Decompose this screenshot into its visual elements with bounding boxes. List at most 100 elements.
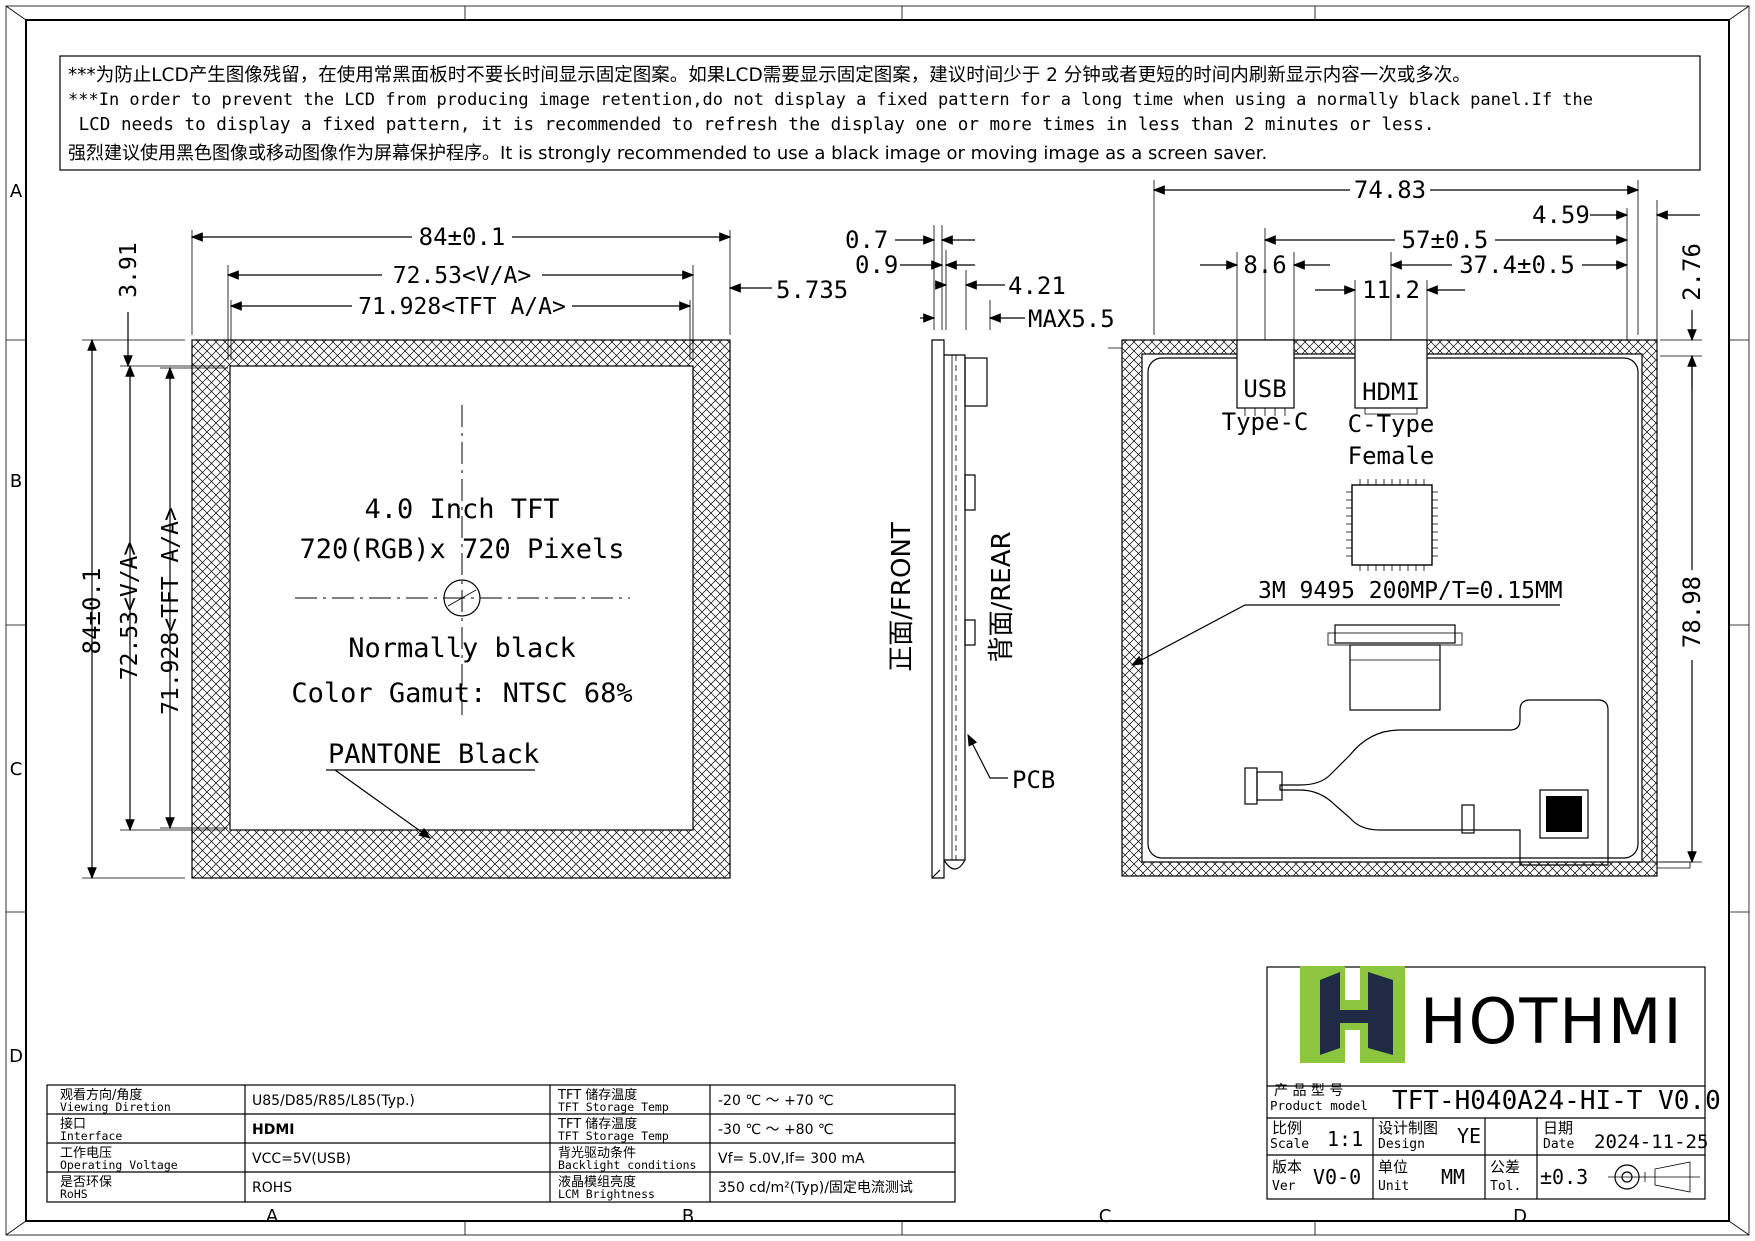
row-label-c: C bbox=[10, 759, 23, 780]
scale-en-label: Scale bbox=[1270, 1137, 1309, 1152]
spec-gamut: Color Gamut: NTSC 68% bbox=[291, 678, 632, 709]
spec-size: 4.0 Inch TFT bbox=[364, 494, 559, 525]
spec-key-cn: 工作电压 bbox=[60, 1146, 112, 1161]
col-label-c: C bbox=[1099, 1206, 1112, 1227]
dim-front-height: 84±0.1 bbox=[78, 568, 106, 655]
dim-front-va-v: 72.53<V/A> bbox=[117, 542, 143, 680]
usb-label: USB bbox=[1243, 375, 1286, 403]
model-value: TFT-H040A24-HI-T V0.0 bbox=[1392, 1086, 1721, 1116]
row-label-d: D bbox=[9, 1046, 23, 1067]
spec-value: U85/D85/R85/L85(Typ.) bbox=[252, 1093, 415, 1109]
hdmi-female-label: Female bbox=[1348, 442, 1435, 470]
unit-cn-label: 单位 bbox=[1378, 1158, 1408, 1176]
col-label-d: D bbox=[1513, 1206, 1527, 1227]
dim-front-va: 72.53<V/A> bbox=[393, 263, 531, 289]
design-en-label: Design bbox=[1378, 1137, 1425, 1152]
dim-side-0-7: 0.7 bbox=[845, 226, 888, 254]
design-cn-label: 设计制图 bbox=[1378, 1119, 1438, 1137]
notice-line-2: ***In order to prevent the LCD from prod… bbox=[68, 90, 1593, 110]
spec-key-en: Viewing Diretion bbox=[60, 1100, 171, 1114]
dim-front-aa-v: 71.928<TFT A/A> bbox=[158, 507, 184, 715]
dim-rear-total: 74.83 bbox=[1354, 176, 1426, 204]
inner-frame bbox=[25, 19, 1730, 1222]
spec-table bbox=[46, 1084, 956, 1203]
spec-key2-cn: TFT 储存温度 bbox=[557, 1116, 637, 1132]
unit-en-label: Unit bbox=[1378, 1179, 1409, 1194]
pantone-label: PANTONE Black bbox=[328, 739, 539, 770]
dim-front-aa: 71.928<TFT A/A> bbox=[358, 294, 566, 320]
usb-connector bbox=[1236, 339, 1295, 409]
spec-key2-en: TFT Storage Temp bbox=[558, 1100, 669, 1114]
spec-key2-cn: TFT 储存温度 bbox=[557, 1087, 637, 1103]
main-ic bbox=[1351, 484, 1433, 566]
design-value: YE bbox=[1457, 1124, 1481, 1148]
col-label-a: A bbox=[266, 1206, 279, 1227]
hdmi-type-label: C-Type bbox=[1348, 410, 1435, 438]
usb-type-label: Type-C bbox=[1222, 408, 1309, 436]
dim-rear-7898: 78.98 bbox=[1678, 576, 1706, 648]
dim-front-offset-top: 3.91 bbox=[116, 242, 142, 297]
tol-value: ±0.3 bbox=[1540, 1165, 1588, 1189]
spec-value2: -20 ℃ ～ +70 ℃ bbox=[718, 1093, 834, 1109]
ver-en-label: Ver bbox=[1272, 1179, 1296, 1194]
outer-frame bbox=[5, 5, 1750, 1236]
side-rear-label: 背面/REAR bbox=[987, 531, 1017, 662]
spec-key2-en: Backlight conditions bbox=[558, 1158, 696, 1172]
hdmi-connector bbox=[1354, 339, 1428, 409]
date-cn-label: 日期 bbox=[1543, 1119, 1573, 1137]
title-block: HOTHMI 产 品 型 号 Product model TFT-H040A24… bbox=[1266, 966, 1721, 1200]
dim-rear-374: 37.4±0.5 bbox=[1459, 251, 1575, 279]
dim-rear-86: 8.6 bbox=[1243, 251, 1286, 279]
dim-rear-276: 2.76 bbox=[1678, 243, 1706, 301]
spec-key-en: RoHS bbox=[60, 1187, 88, 1201]
front-view: 4.0 Inch TFT 720(RGB)x 720 Pixels Normal… bbox=[78, 222, 848, 880]
unit-value: MM bbox=[1441, 1165, 1465, 1189]
spec-key2-cn: 液晶模组亮度 bbox=[558, 1174, 636, 1190]
model-en-label: Product model bbox=[1270, 1098, 1368, 1113]
notice-line-4: 强烈建议使用黑色图像或移动图像作为屏幕保护程序。It is strongly r… bbox=[68, 143, 1267, 164]
spec-value: VCC=5V(USB) bbox=[252, 1151, 351, 1167]
notice-box bbox=[59, 55, 1701, 171]
projection-symbol bbox=[1608, 1161, 1700, 1193]
tape-label: 3M 9495 200MP/T=0.15MM bbox=[1258, 578, 1563, 604]
dim-side-max: MAX5.5 bbox=[1028, 305, 1115, 333]
scale-value: 1:1 bbox=[1327, 1127, 1363, 1151]
dim-rear-459: 4.59 bbox=[1532, 201, 1590, 229]
spec-value2: -30 ℃ ～ +80 ℃ bbox=[718, 1122, 834, 1138]
notice-line-1: ***为防止LCD产生图像残留，在使用常黑面板时不要长时间显示固定图案。如果LC… bbox=[68, 65, 1471, 86]
date-value: 2024-11-25 bbox=[1594, 1131, 1708, 1153]
side-pcb-label: PCB bbox=[1012, 766, 1055, 794]
notice-line-3: LCD needs to display a fixed pattern, it… bbox=[68, 115, 1434, 135]
fpc-connector bbox=[1334, 624, 1456, 644]
spec-mode: Normally black bbox=[348, 633, 576, 664]
dim-rear-112: 11.2 bbox=[1362, 276, 1420, 304]
spec-key2-en: LCM Brightness bbox=[558, 1187, 655, 1201]
spec-key-en: Interface bbox=[60, 1129, 122, 1143]
spec-value: ROHS bbox=[252, 1180, 292, 1196]
hothmi-logo: HOTHMI bbox=[1300, 966, 1682, 1063]
ver-cn-label: 版本 bbox=[1272, 1158, 1302, 1176]
col-label-b: B bbox=[682, 1206, 694, 1227]
spec-key-cn: 接口 bbox=[60, 1116, 86, 1132]
row-label-a: A bbox=[10, 181, 23, 202]
spec-key-cn: 是否环保 bbox=[60, 1175, 112, 1190]
spec-key-en: Operating Voltage bbox=[60, 1158, 178, 1172]
spec-value2: Vf= 5.0V,If= 300 mA bbox=[718, 1151, 865, 1167]
tol-cn-label: 公差 bbox=[1490, 1158, 1520, 1176]
scale-cn-label: 比例 bbox=[1272, 1119, 1302, 1137]
dim-side-4-21: 4.21 bbox=[1008, 272, 1066, 300]
date-en-label: Date bbox=[1543, 1137, 1574, 1152]
side-front-label: 正面/FRONT bbox=[887, 522, 917, 672]
dim-rear-57: 57±0.5 bbox=[1402, 226, 1489, 254]
tol-en-label: Tol. bbox=[1490, 1179, 1521, 1194]
rear-view: USB Type-C HDMI C-Type Female 3M 9495 20… bbox=[1108, 176, 1706, 877]
flex-cable bbox=[1279, 699, 1609, 866]
dim-front-width: 84±0.1 bbox=[419, 223, 506, 251]
model-cn-label: 产 品 型 号 bbox=[1274, 1083, 1343, 1099]
spec-value2: 350 cd/m²(Typ)/固定电流测试 bbox=[718, 1180, 913, 1196]
dim-side-0-9: 0.9 bbox=[855, 251, 898, 279]
spec-key2-cn: 背光驱动条件 bbox=[558, 1145, 636, 1161]
side-view: 0.7 0.9 4.21 MAX5.5 正面/FRONT 背面/REAR PCB bbox=[845, 225, 1115, 879]
spec-resolution: 720(RGB)x 720 Pixels bbox=[299, 534, 624, 565]
